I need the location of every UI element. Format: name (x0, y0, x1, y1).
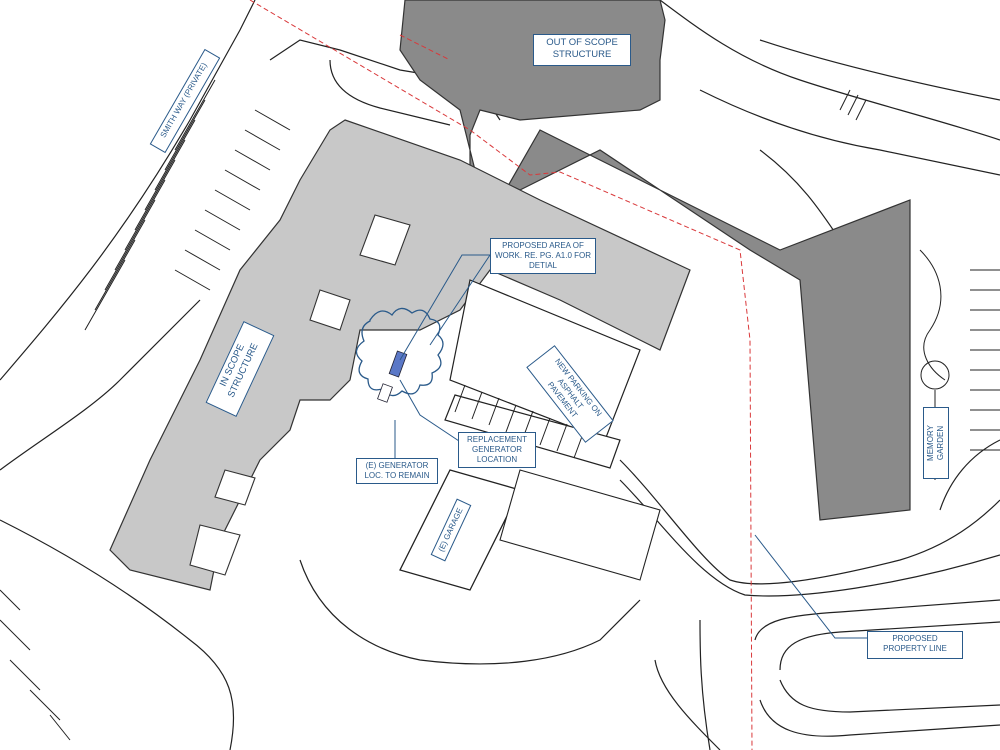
proposed-area-line-2: WORK. RE. PG. A1.0 FOR (494, 251, 592, 260)
proposed-area-label: PROPOSED AREA OF WORK. RE. PG. A1.0 FOR … (490, 238, 596, 274)
replacement-generator-pad (388, 350, 408, 378)
proposed-property-line (249, 0, 753, 750)
out-of-scope-label: OUT OF SCOPE STRUCTURE (533, 34, 631, 66)
courtyards (189, 214, 411, 576)
existing-generator-line-2: LOC. TO REMAIN (364, 471, 430, 480)
replacement-generator-line-3: LOCATION (476, 455, 518, 464)
existing-generator-pad (377, 383, 393, 403)
memory-garden-label: MEMORY GARDEN (923, 407, 949, 479)
property-line-line-1: PROPOSED (892, 634, 938, 643)
parking-stalls-new (454, 384, 585, 459)
leader-lines (394, 254, 870, 639)
proposed-area-line-3: DETIAL (528, 261, 557, 270)
property-line-label: PROPOSED PROPERTY LINE (867, 631, 963, 659)
proposed-area-line-1: PROPOSED AREA OF (502, 241, 584, 250)
existing-generator-label: (E) GENERATOR LOC. TO REMAIN (356, 458, 438, 484)
work-area-cloud (355, 307, 444, 397)
replacement-generator-line-2: GENERATOR (472, 445, 522, 454)
out-of-scope-label-line-2: STRUCTURE (552, 49, 612, 60)
out-of-scope-label-line-1: OUT OF SCOPE (546, 37, 618, 48)
memory-garden-line-2: GARDEN (936, 425, 945, 461)
property-line-segment (399, 34, 451, 61)
parking-stalls-east (0, 89, 1000, 741)
memory-garden-line-1: MEMORY (926, 425, 935, 461)
replacement-generator-line-1: REPLACEMENT (466, 435, 527, 444)
existing-generator-line-1: (E) GENERATOR (365, 461, 429, 470)
service-yard (499, 469, 661, 581)
property-line-line-2: PROPERTY LINE (883, 644, 947, 653)
parking-stalls-west (84, 79, 291, 331)
garage-building (399, 469, 521, 591)
replacement-generator-label: REPLACEMENT GENERATOR LOCATION (458, 432, 536, 468)
in-scope-structure (109, 119, 691, 591)
